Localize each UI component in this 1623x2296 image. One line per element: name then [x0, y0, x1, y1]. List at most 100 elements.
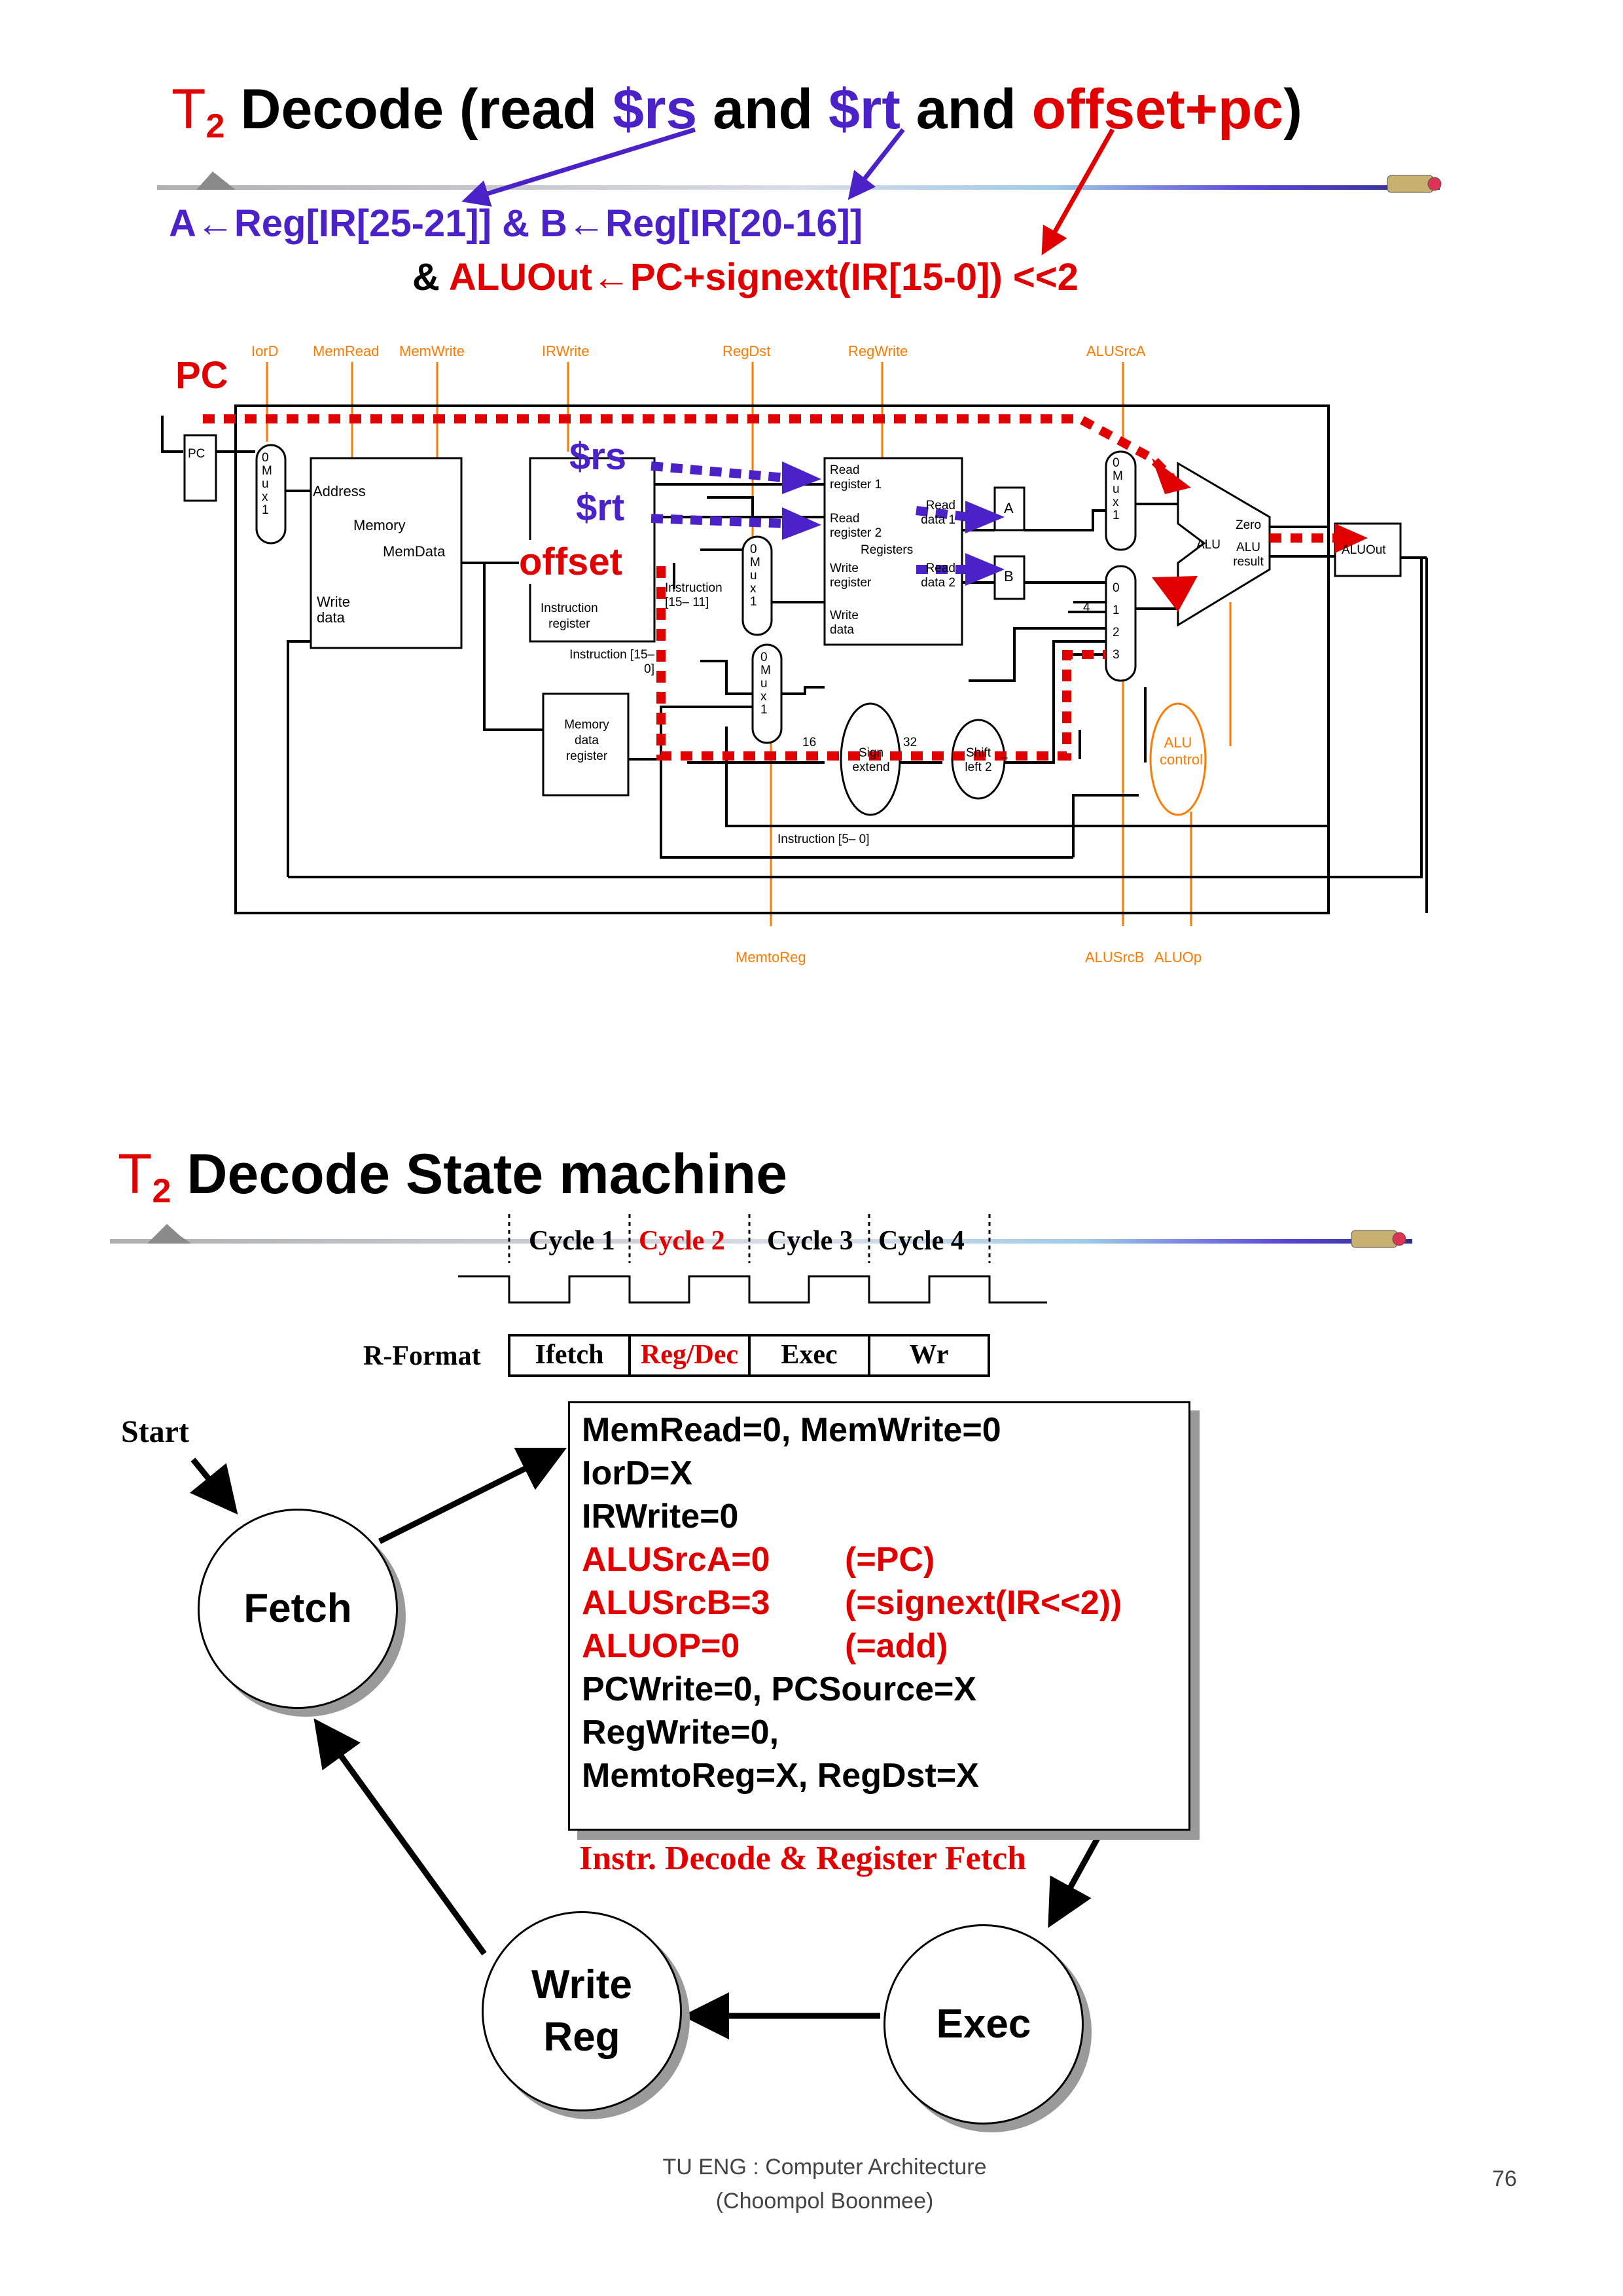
- memory-label: Memory: [353, 517, 406, 533]
- mux-alusrca-u: u: [1113, 482, 1120, 496]
- ctl-memtoreg: MemtoReg: [736, 949, 806, 965]
- slide1-title-rest: Decode (read: [224, 78, 613, 141]
- slide1-title-rs: $rs: [613, 78, 698, 141]
- slide1-equation-2: & ALUOut←PC+signext(IR[15-0]) <<2: [412, 255, 1079, 299]
- decode-signal-line: MemRead=0, MemWrite=0: [570, 1408, 1188, 1452]
- const-4-label: 4: [1083, 601, 1090, 615]
- cycle-3-label: Cycle 3: [767, 1226, 853, 1256]
- mux-memtoreg-1: 1: [760, 703, 768, 717]
- slide1-title: T2 Decode (read $rs and $rt and offset+p…: [171, 77, 1302, 146]
- mux-alusrcb-label: 0 1 2 3: [1113, 577, 1120, 666]
- arrow-offset-to-eq: [1041, 128, 1115, 256]
- ship-left-icon-2: [147, 1224, 191, 1244]
- instruction-register-label: Instruction register: [541, 601, 598, 632]
- mux-regdst-0: 0: [750, 543, 757, 556]
- ctl-regdst: RegDst: [722, 343, 771, 359]
- register-a: [993, 486, 1026, 531]
- rformat-label: R-Format: [363, 1341, 481, 1371]
- cycle-2-label: Cycle 2: [639, 1226, 725, 1256]
- state-exec: Exec: [883, 1924, 1084, 2125]
- arrow-rt-to-eq: [847, 128, 905, 200]
- mux-memtoreg-0: 0: [760, 651, 768, 664]
- stage-regdec: Reg/Dec: [640, 1340, 739, 1370]
- highlight-arrowheads-red: [1152, 458, 1368, 612]
- zero-label: Zero: [1236, 518, 1262, 532]
- highlight-path-purple: [651, 461, 969, 574]
- decode-signal-line: ALUOP=0(=add): [570, 1624, 1188, 1668]
- slide1-title-and2: and: [900, 78, 1032, 141]
- instr-5-0-label: Instruction [5– 0]: [777, 833, 870, 846]
- decode-signal-note: (=signext(IR<<2)): [845, 1584, 1122, 1622]
- ir-register: register: [548, 617, 590, 631]
- register-a-label: A: [1004, 500, 1014, 516]
- mux-regdst-m: M: [750, 556, 760, 569]
- decode-signal-line: PCWrite=0, PCSource=X: [570, 1668, 1188, 1711]
- decode-signal-note: (=add): [845, 1627, 948, 1665]
- control-lines: [266, 362, 1232, 926]
- decode-signal-text: ALUSrcA=0: [582, 1541, 770, 1579]
- state-fetch-label: Fetch: [243, 1586, 352, 1631]
- decode-box-caption: Instr. Decode & Register Fetch: [579, 1840, 1027, 1877]
- bits-32-label: 32: [903, 736, 918, 749]
- slide1-title-offset: offset+pc: [1031, 78, 1284, 141]
- pc-block-label: PC: [188, 447, 205, 461]
- register-b-label: B: [1004, 568, 1014, 584]
- stage-exec: Exec: [781, 1340, 838, 1370]
- arrow-fetch-to-box: [378, 1447, 567, 1545]
- mux-alusrca-m: M: [1113, 469, 1123, 483]
- slide1-equation-2-amp: &: [412, 256, 449, 298]
- mux-regdst-u: u: [750, 569, 757, 583]
- memory-write: Write: [317, 594, 350, 610]
- cycle-1-label: Cycle 1: [529, 1226, 615, 1256]
- ir-instruction: Instruction: [541, 601, 598, 615]
- mux-iord-x: x: [262, 490, 268, 504]
- footer-line1: TU ENG : Computer Architecture: [662, 2155, 987, 2179]
- decode-signal-line: ALUSrcB=3(=signext(IR<<2)): [570, 1581, 1188, 1624]
- mux-memtoreg-label: 0 M u x 1: [760, 651, 771, 717]
- ctl-memwrite: MemWrite: [399, 343, 465, 359]
- state-write-reg-line1: Write: [531, 1962, 632, 2007]
- read-reg2-label: Read register 2: [830, 512, 882, 540]
- decode-signal-note: (=PC): [845, 1541, 935, 1579]
- decode-signal-line: MemtoReg=X, RegDst=X: [570, 1754, 1188, 1797]
- slide2-title: T2 Decode State machine: [118, 1142, 787, 1211]
- offset-big-label: offset: [519, 540, 622, 584]
- mux-regdst-label: 0 M u x 1: [750, 543, 760, 609]
- state-write-reg-line2: Reg: [543, 2015, 620, 2060]
- mux-iord: [255, 444, 287, 545]
- slide1-title-bar: [157, 171, 1442, 193]
- mux-iord-label: 0 M u x 1: [262, 452, 272, 517]
- footer-line2: (Choompol Boonmee): [715, 2189, 934, 2214]
- state-machine-diagram: [110, 1214, 1412, 2039]
- alu-result-label: ALU result: [1233, 541, 1264, 569]
- bits-16-label: 16: [802, 736, 817, 749]
- ctl-iord: IorD: [251, 343, 279, 359]
- datapath-diagram: [157, 127, 1442, 926]
- aluout-label: ALUOut: [1342, 543, 1386, 557]
- mux-iord-1: 1: [262, 503, 269, 517]
- mux-alusrcb-2: 2: [1113, 626, 1120, 639]
- slide1-title-and: and: [697, 78, 829, 141]
- mux-alusrcb: [1105, 565, 1137, 682]
- mux-regdst-x: x: [750, 582, 757, 596]
- memory-address-label: Address: [313, 483, 366, 499]
- mux-iord-m: M: [262, 464, 272, 478]
- mux-alusrca-x: x: [1113, 495, 1119, 509]
- decode-signal-text: IorD=X: [582, 1454, 693, 1492]
- footer: TU ENG : Computer Architecture (Choompol…: [550, 2150, 1099, 2218]
- mux-memtoreg-x: x: [760, 690, 767, 704]
- alu-control-ellipse: [1149, 702, 1207, 816]
- arrow-writereg-to-fetch: [313, 1718, 487, 1956]
- decode-signal-text: PCWrite=0, PCSource=X: [582, 1670, 977, 1708]
- decode-signal-text: MemtoReg=X, RegDst=X: [582, 1757, 979, 1795]
- slide1-title-close: ): [1283, 78, 1302, 141]
- stage-wr: Wr: [909, 1340, 949, 1370]
- slide2-title-rest: Decode State machine: [171, 1143, 788, 1206]
- ctl-regwrite: RegWrite: [848, 343, 908, 359]
- memory-write-data-label: Write data: [317, 594, 350, 626]
- start-label: Start: [121, 1414, 189, 1449]
- ctl-memread: MemRead: [313, 343, 380, 359]
- slide1-title-sub: 2: [205, 107, 225, 145]
